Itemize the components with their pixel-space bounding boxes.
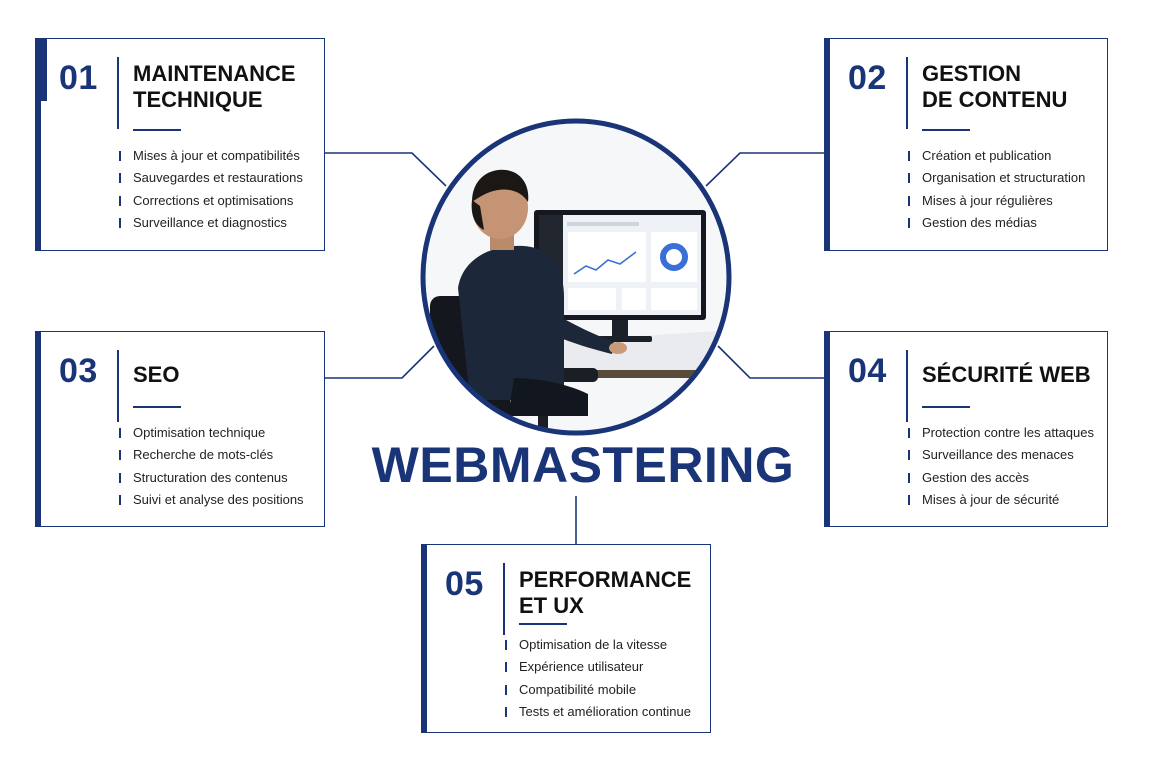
horizontal-divider <box>922 406 970 408</box>
list-item: Mises à jour régulières <box>904 190 1085 212</box>
list-item: Optimisation technique <box>115 422 304 444</box>
horizontal-divider <box>133 129 181 131</box>
card-seo: 03 SEO Optimisation technique Recherche … <box>35 331 325 527</box>
card-title: MAINTENANCE TECHNIQUE <box>133 61 296 112</box>
person-at-computer-illustration <box>420 118 732 436</box>
card-item-list: Optimisation technique Recherche de mots… <box>115 422 304 511</box>
card-gestion-de-contenu: 02 GESTION DE CONTENU Création et public… <box>824 38 1108 251</box>
card-accent-tab <box>35 37 47 101</box>
list-item: Sauvegardes et restaurations <box>115 167 303 189</box>
connector-01 <box>325 152 447 187</box>
connector-04 <box>717 345 825 379</box>
center-title: WEBMASTERING <box>371 437 795 493</box>
list-item: Mises à jour et compatibilités <box>115 145 303 167</box>
card-item-list: Protection contre les attaques Surveilla… <box>904 422 1094 511</box>
vertical-divider <box>906 350 908 422</box>
list-item: Gestion des accès <box>904 467 1094 489</box>
connector-03 <box>325 345 435 379</box>
list-item: Surveillance des menaces <box>904 444 1094 466</box>
list-item: Gestion des médias <box>904 212 1085 234</box>
list-item: Compatibilité mobile <box>501 679 691 701</box>
card-title: GESTION DE CONTENU <box>922 61 1068 112</box>
list-item: Protection contre les attaques <box>904 422 1094 444</box>
list-item: Structuration des contenus <box>115 467 304 489</box>
card-number: 04 <box>848 352 887 390</box>
list-item: Mises à jour de sécurité <box>904 489 1094 511</box>
horizontal-divider <box>133 406 181 408</box>
card-number: 02 <box>848 59 887 97</box>
vertical-divider <box>117 57 119 129</box>
list-item: Surveillance et diagnostics <box>115 212 303 234</box>
card-item-list: Optimisation de la vitesse Expérience ut… <box>501 634 691 723</box>
card-item-list: Création et publication Organisation et … <box>904 145 1085 234</box>
list-item: Expérience utilisateur <box>501 656 691 678</box>
card-securite-web: 04 SÉCURITÉ WEB Protection contre les at… <box>824 331 1108 527</box>
vertical-divider <box>503 563 505 635</box>
card-title: SEO <box>133 362 180 387</box>
card-title: SÉCURITÉ WEB <box>922 362 1091 387</box>
card-number: 03 <box>59 352 98 390</box>
list-item: Suivi et analyse des positions <box>115 489 304 511</box>
horizontal-divider <box>922 129 970 131</box>
horizontal-divider <box>519 623 567 625</box>
list-item: Organisation et structuration <box>904 167 1085 189</box>
vertical-divider <box>117 350 119 422</box>
list-item: Corrections et optimisations <box>115 190 303 212</box>
list-item: Optimisation de la vitesse <box>501 634 691 656</box>
card-performance-et-ux: 05 PERFORMANCE ET UX Optimisation de la … <box>421 544 711 733</box>
list-item: Recherche de mots-clés <box>115 444 304 466</box>
connector-02 <box>705 152 825 187</box>
card-number: 01 <box>59 59 98 97</box>
card-title: PERFORMANCE ET UX <box>519 567 692 618</box>
card-maintenance-technique: 01 MAINTENANCE TECHNIQUE Mises à jour et… <box>35 37 325 251</box>
list-item: Tests et amélioration continue <box>501 701 691 723</box>
vertical-divider <box>906 57 908 129</box>
card-number: 05 <box>445 565 484 603</box>
list-item: Création et publication <box>904 145 1085 167</box>
card-item-list: Mises à jour et compatibilités Sauvegard… <box>115 145 303 234</box>
